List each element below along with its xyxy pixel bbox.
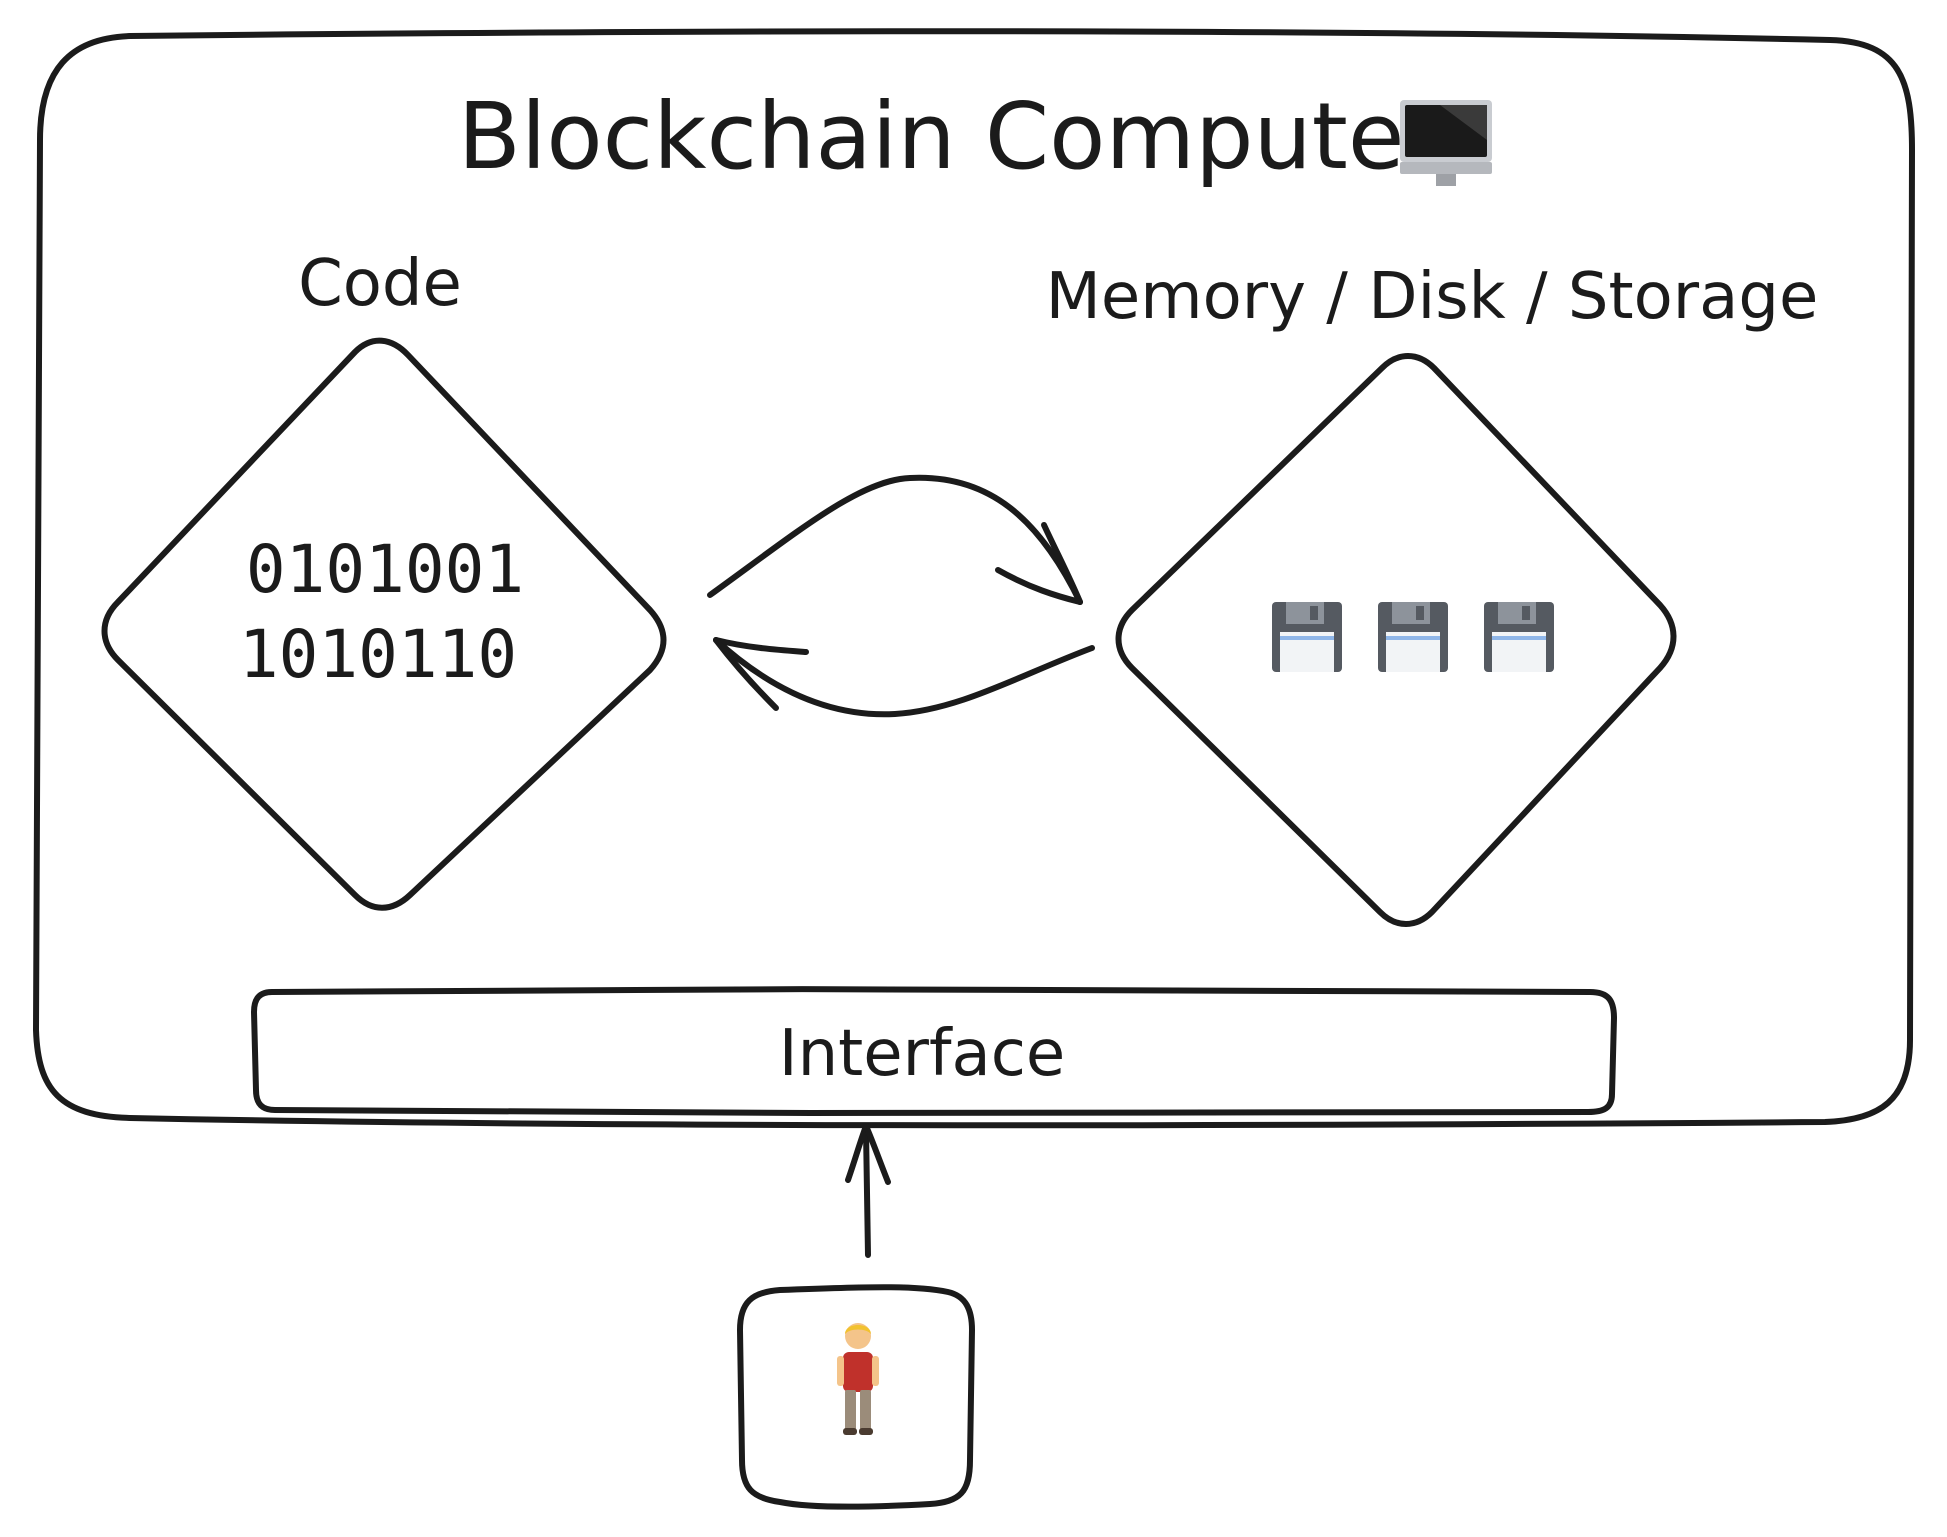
desktop-computer-icon [1400,100,1492,186]
floppy-disk-icon [1484,602,1554,672]
binary-line-1: 0101001 [246,531,524,608]
floppy-disk-icon [1378,602,1448,672]
user-box [737,1284,975,1510]
code-label: Code [298,247,462,321]
storage-diamond [1115,353,1677,927]
diagram-title: Blockchain Computer [458,83,1443,190]
storage-label: Memory / Disk / Storage [1046,260,1819,334]
code-diamond [101,337,667,911]
user-to-interface-arrow [845,1123,891,1258]
interface-bar [251,986,1617,1117]
storage-to-code-arrow [713,637,1095,718]
binary-line-2: 1010110 [239,616,517,693]
interface-label: Interface [779,1017,1066,1091]
person-standing-icon [837,1323,879,1435]
floppy-disk-icon [1272,602,1342,672]
code-to-storage-arrow [707,474,1083,605]
computer-frame [33,28,1915,1129]
